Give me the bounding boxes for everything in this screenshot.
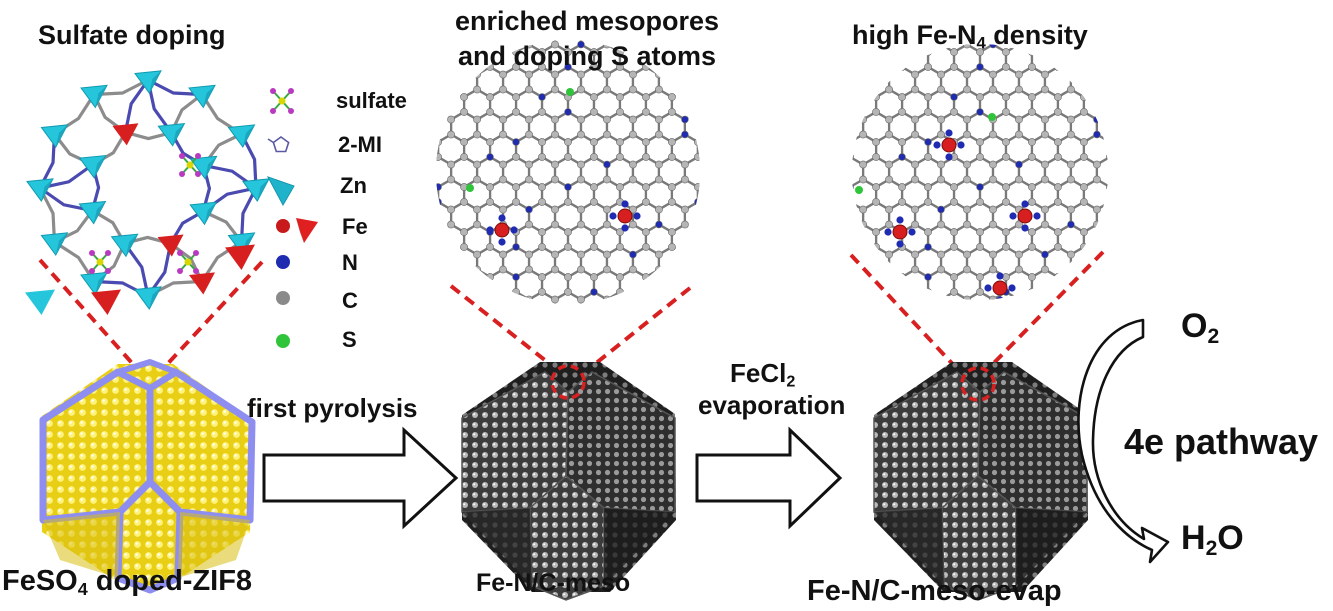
legend-label-fe: Fe bbox=[342, 214, 368, 239]
first-pyrolysis-arrow bbox=[262, 426, 459, 530]
fen4-subscript: 4 bbox=[976, 33, 986, 53]
fecl-subscript: 2 bbox=[786, 372, 796, 391]
caption-feso4-doped-zif8: FeSO4 doped-ZIF8 bbox=[2, 565, 252, 598]
zif8-caption-a: FeSO bbox=[2, 565, 78, 597]
legend-fe-tetra-icon bbox=[296, 218, 318, 243]
four-e-pathway-label: 4e pathway bbox=[1124, 421, 1319, 462]
caption-fe-n-c-meso: Fe-N/C-meso bbox=[476, 569, 631, 597]
fe-tetrahedra bbox=[25, 123, 255, 315]
o2-subscript: 2 bbox=[1207, 324, 1220, 348]
fe-n-c-meso-evap-polyhedron bbox=[873, 362, 1088, 601]
h2o-h: H bbox=[1181, 519, 1206, 557]
zif8-polyhedron bbox=[39, 359, 256, 594]
fe-n4-carbon-sheet bbox=[852, 44, 1108, 300]
zif8-caption-subscript: 4 bbox=[77, 579, 88, 600]
arrow-label-evaporation: evaporation bbox=[698, 390, 846, 420]
title-high-fe-n4-density: high Fe-N4 density bbox=[852, 20, 1088, 53]
legend-label-c: C bbox=[342, 288, 358, 313]
h2o-o: O bbox=[1217, 519, 1244, 557]
h2o-subscript: 2 bbox=[1205, 536, 1218, 560]
legend-c-icon bbox=[276, 291, 290, 305]
legend-symbols bbox=[266, 88, 318, 348]
product-h2o: H2O bbox=[1181, 519, 1244, 560]
zoom-dash-lines bbox=[38, 250, 1105, 374]
legend-fe-ball-icon bbox=[276, 219, 290, 233]
fen4-tail: density bbox=[985, 20, 1088, 50]
fecl-main: FeCl bbox=[730, 358, 787, 388]
zif8-caption-b: doped-ZIF8 bbox=[87, 565, 253, 597]
title-mesopores-line1: enriched mesopores bbox=[454, 6, 720, 36]
title-enriched-mesopores: enriched mesopores and doping S atoms bbox=[437, 4, 737, 74]
fe-n-c-meso-polyhedron bbox=[461, 362, 676, 601]
zif8-framework-structure bbox=[25, 70, 270, 315]
o2-main: O bbox=[1181, 307, 1208, 345]
legend-n-icon bbox=[276, 255, 290, 269]
mesoporous-carbon-sheet bbox=[436, 40, 700, 304]
sulfate-molecules bbox=[89, 153, 201, 274]
fen4-main: high Fe-N bbox=[852, 20, 977, 50]
legend-label-n: N bbox=[342, 250, 358, 275]
four-electron-curved-arrow bbox=[1077, 318, 1170, 564]
reactant-o2: O2 bbox=[1181, 307, 1220, 348]
legend-label-s: S bbox=[342, 327, 357, 352]
fecl2-evaporation-arrow bbox=[695, 426, 843, 530]
legend-label-zn: Zn bbox=[340, 173, 367, 198]
legend-s-icon bbox=[276, 334, 290, 348]
caption-fe-n-c-meso-evap: Fe-N/C-meso-evap bbox=[807, 575, 1062, 607]
legend-label-sulfate: sulfate bbox=[336, 88, 407, 113]
arrow-label-fecl2: FeCl2 bbox=[730, 358, 796, 391]
legend-2mi-icon bbox=[267, 136, 290, 153]
legend-sulfate-icon bbox=[270, 88, 294, 114]
title-mesopores-line2: and doping S atoms bbox=[457, 41, 716, 71]
title-sulfate-doping: Sulfate doping bbox=[38, 20, 226, 50]
arrow-label-first-pyrolysis: first pyrolysis bbox=[247, 393, 418, 423]
legend-label-2mi: 2-MI bbox=[338, 132, 382, 157]
